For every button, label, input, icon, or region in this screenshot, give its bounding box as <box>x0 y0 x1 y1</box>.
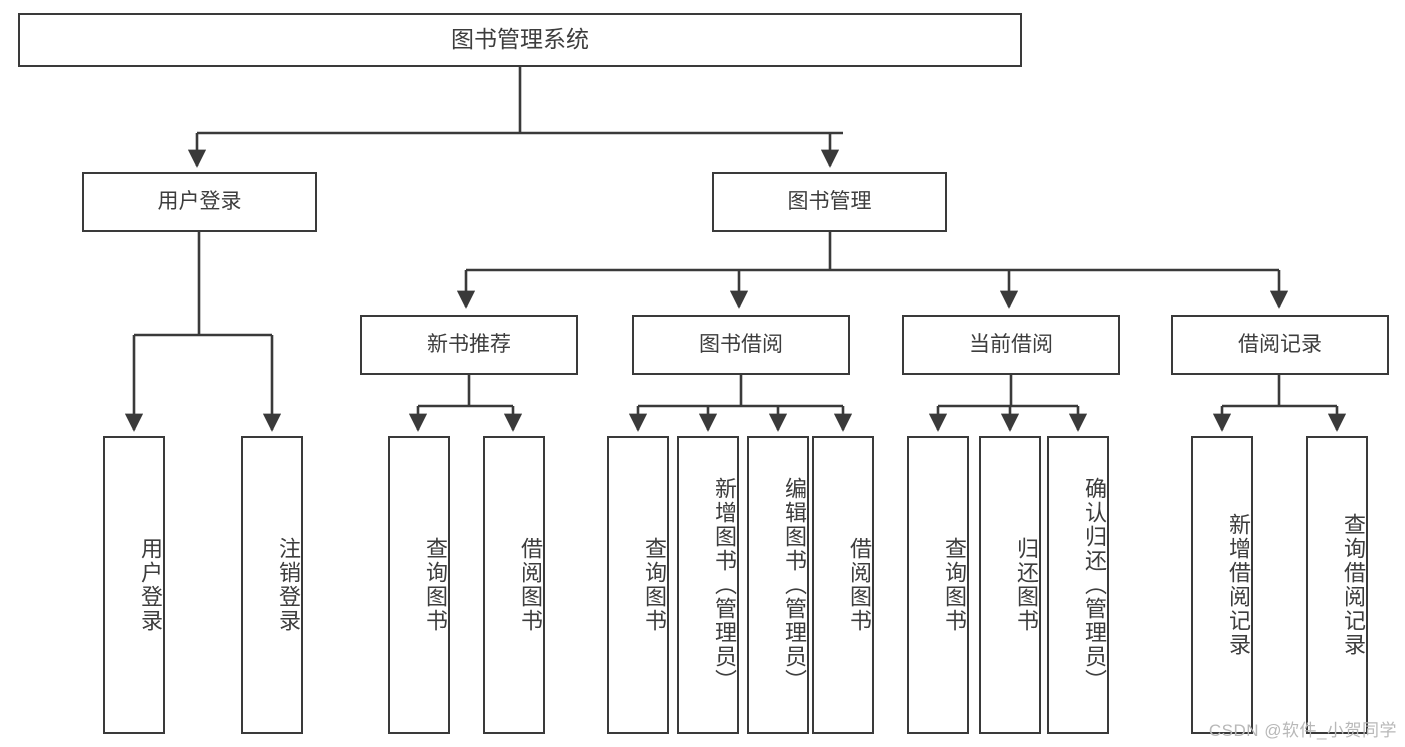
leaf-borrow-borrow-book[interactable]: 借阅图书 <box>812 436 874 734</box>
watermark-text: CSDN @软件_小贺同学 <box>1208 721 1397 740</box>
node-label: 用户登录 <box>138 537 163 633</box>
leaf-user-login[interactable]: 用户登录 <box>103 436 165 734</box>
node-label: 归还图书 <box>1014 537 1039 633</box>
node-label: 查询图书 <box>942 537 967 633</box>
node-borrow-record[interactable]: 借阅记录 <box>1171 315 1389 375</box>
node-current-borrow[interactable]: 当前借阅 <box>902 315 1120 375</box>
node-label: 新书推荐 <box>427 332 511 356</box>
leaf-recommend-query-book[interactable]: 查询图书 <box>388 436 450 734</box>
leaf-current-query-book[interactable]: 查询图书 <box>907 436 969 734</box>
node-label: 借阅图书 <box>847 537 872 633</box>
leaf-record-add-borrow-record[interactable]: 新增借阅记录 <box>1191 436 1253 734</box>
node-label: 编辑图书（管理员） <box>782 477 807 693</box>
node-label: 当前借阅 <box>969 332 1053 356</box>
leaf-borrow-edit-book-admin[interactable]: 编辑图书（管理员） <box>747 436 809 734</box>
node-label: 确认归还（管理员） <box>1082 477 1107 693</box>
node-book-management[interactable]: 图书管理 <box>712 172 947 232</box>
node-label: 注销登录 <box>276 537 301 633</box>
node-root-book-management-system[interactable]: 图书管理系统 <box>18 13 1022 67</box>
leaf-borrow-query-book[interactable]: 查询图书 <box>607 436 669 734</box>
leaf-current-confirm-return-admin[interactable]: 确认归还（管理员） <box>1047 436 1109 734</box>
node-label: 新增借阅记录 <box>1226 513 1251 657</box>
node-label: 图书管理 <box>787 189 872 213</box>
node-label: 用户登录 <box>157 189 242 213</box>
node-label: 查询图书 <box>423 537 448 633</box>
leaf-recommend-borrow-book[interactable]: 借阅图书 <box>483 436 545 734</box>
node-label: 借阅记录 <box>1238 332 1322 356</box>
node-label: 图书借阅 <box>699 332 783 356</box>
leaf-current-return-book[interactable]: 归还图书 <box>979 436 1041 734</box>
node-label: 新增图书（管理员） <box>712 477 737 693</box>
node-book-borrow[interactable]: 图书借阅 <box>632 315 850 375</box>
node-label: 查询图书 <box>642 537 667 633</box>
node-new-book-recommend[interactable]: 新书推荐 <box>360 315 578 375</box>
leaf-borrow-add-book-admin[interactable]: 新增图书（管理员） <box>677 436 739 734</box>
node-label: 查询借阅记录 <box>1341 513 1366 657</box>
leaf-user-logout[interactable]: 注销登录 <box>241 436 303 734</box>
node-label: 借阅图书 <box>518 537 543 633</box>
node-label: 图书管理系统 <box>451 26 589 53</box>
leaf-record-query-borrow-record[interactable]: 查询借阅记录 <box>1306 436 1368 734</box>
node-user-login[interactable]: 用户登录 <box>82 172 317 232</box>
